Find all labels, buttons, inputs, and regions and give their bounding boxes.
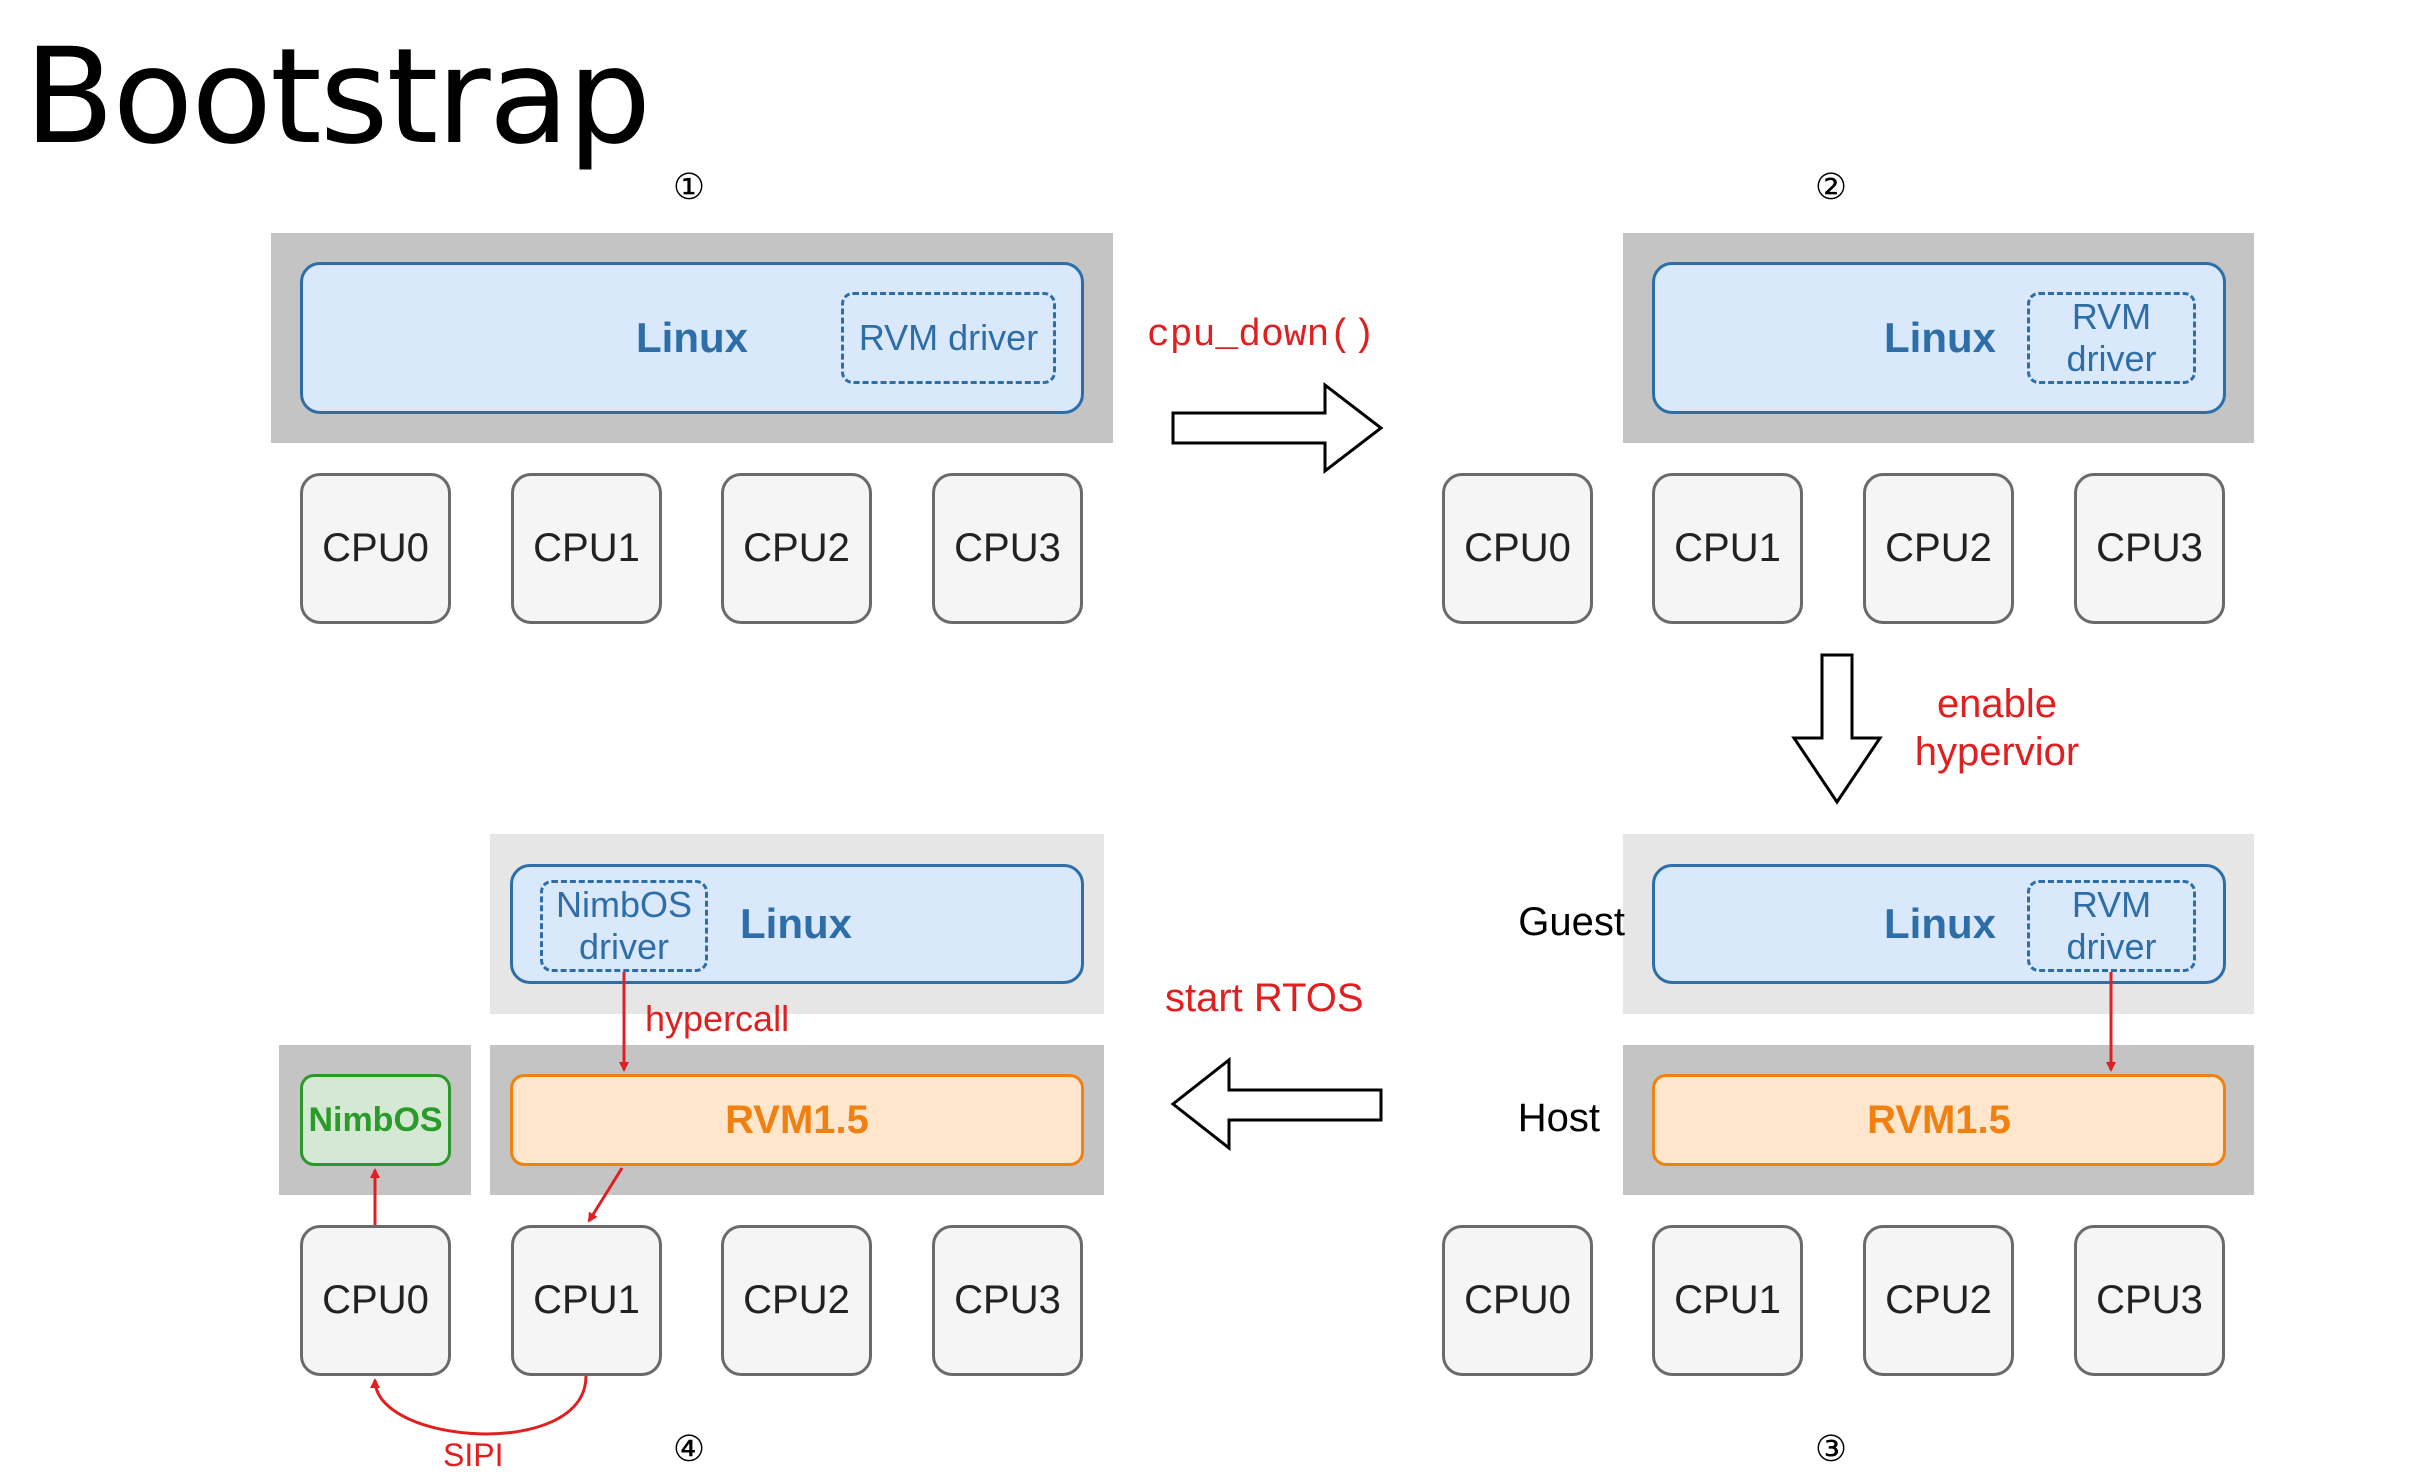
step-4-nimbos-driver: NimbOS driver: [540, 880, 708, 972]
step-4-cpu2: CPU2: [721, 1225, 872, 1376]
step-3-rvm-driver-line2: driver: [2066, 926, 2157, 967]
step-3-rvm-driver-line1: RVM: [2071, 884, 2152, 925]
step-4-linux-label: Linux: [740, 900, 852, 947]
step-4-cpu3: CPU3: [932, 1225, 1083, 1376]
step-2-rvm-driver-line1: RVM: [2071, 296, 2152, 337]
hypercall-label: hypercall: [645, 998, 790, 1039]
step-4-nimbos-driver-line2: driver: [578, 926, 670, 967]
step-3-number: ③: [1814, 1429, 1848, 1470]
sipi-label: SIPI: [443, 1437, 504, 1473]
step-3-rvm-box: RVM1.5: [1652, 1074, 2226, 1166]
step-3-rvm-driver: RVM driver: [2027, 880, 2196, 972]
step-1-number: ①: [672, 167, 706, 208]
step-2-linux-label: Linux: [1884, 314, 1996, 361]
step-3-cpu3: CPU3: [2074, 1225, 2225, 1376]
step-1-rvm-driver: RVM driver: [841, 292, 1056, 384]
step-4-sipi-arrow: [370, 1375, 588, 1436]
step-2-rvm-driver: RVM driver: [2027, 292, 2196, 384]
step-4-linux-box: Linux: [510, 864, 1084, 984]
step-3-linux-label: Linux: [1884, 900, 1996, 947]
start-rtos-label: start RTOS: [1165, 976, 1364, 1020]
step-3-cpu0: CPU0: [1442, 1225, 1593, 1376]
step-1-linux-box: Linux: [300, 262, 1084, 414]
step-2-cpu2: CPU2: [1863, 473, 2014, 624]
arrow-step3-to-step4: [1170, 1056, 1383, 1152]
step-1-cpu1: CPU1: [511, 473, 662, 624]
enable-label-line1: enable: [1936, 682, 2058, 726]
step-2-linux-box: Linux: [1652, 262, 2226, 414]
step-4-nimbos-box: NimbOS: [300, 1074, 451, 1166]
step-3-cpu2: CPU2: [1863, 1225, 2014, 1376]
step-4-rvm-box: RVM1.5: [510, 1074, 1084, 1166]
step-2-cpu0: CPU0: [1442, 473, 1593, 624]
step-4-cpu1: CPU1: [511, 1225, 662, 1376]
arrow-step2-to-step3: [1791, 653, 1883, 805]
step-4-cpu0: CPU0: [300, 1225, 451, 1376]
step-3-guest-label: Guest: [1518, 900, 1625, 944]
step-1-linux-label: Linux: [636, 314, 748, 361]
step-2-rvm-driver-line2: driver: [2066, 338, 2157, 379]
enable-label-line2: hypervior: [1914, 730, 2080, 774]
step-4-nimbos-driver-line1: NimbOS: [555, 884, 693, 925]
step-4-rvm-to-cpu1-arrow: [587, 1167, 624, 1223]
step-2-cpu1: CPU1: [1652, 473, 1803, 624]
step-2-cpu3: CPU3: [2074, 473, 2225, 624]
step-1-cpu2: CPU2: [721, 473, 872, 624]
enable-hypervisor-label: enable hypervior: [1897, 680, 2097, 776]
page-title: Bootstrap: [24, 20, 651, 174]
step-2-number: ②: [1814, 167, 1848, 208]
step-3-cpu1: CPU1: [1652, 1225, 1803, 1376]
step-1-cpu0: CPU0: [300, 473, 451, 624]
step-3-host-label: Host: [1517, 1096, 1600, 1140]
cpu-down-label: cpu_down(): [1147, 314, 1376, 357]
arrow-step1-to-step2: [1171, 381, 1384, 475]
step-4-number: ④: [672, 1429, 706, 1470]
step-3-linux-box: Linux: [1652, 864, 2226, 984]
step-1-cpu3: CPU3: [932, 473, 1083, 624]
